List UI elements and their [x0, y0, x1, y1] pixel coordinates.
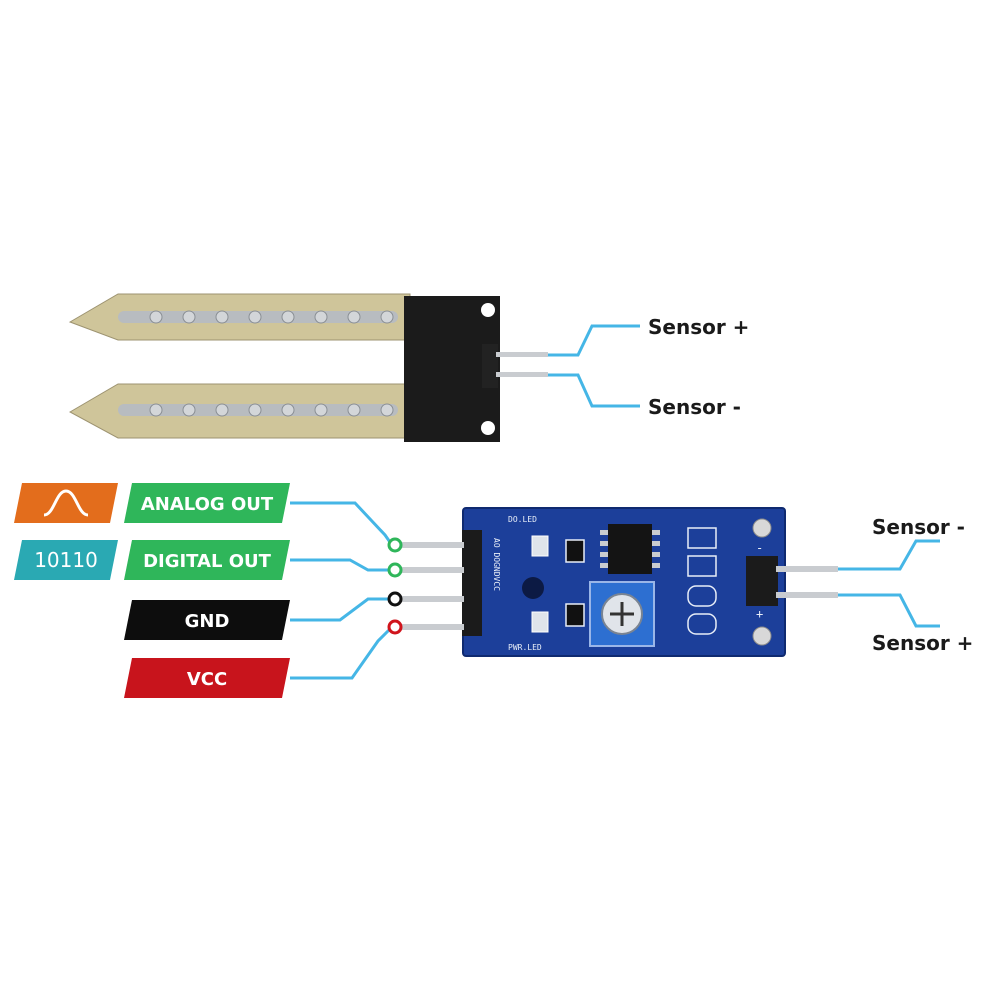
- module-pin-lead: [398, 596, 464, 602]
- wire-probe-sensor-minus: [548, 373, 640, 408]
- module-pin-header: [462, 530, 482, 636]
- probe-pad: [281, 403, 295, 417]
- wire-pin: [290, 558, 392, 572]
- probe-pad: [281, 310, 295, 324]
- module-dark-component: [522, 577, 544, 599]
- probe-connector: [482, 344, 498, 388]
- probe-pad: [215, 310, 229, 324]
- binary-icon-label: 10110: [34, 548, 98, 572]
- module-pin-lead: [398, 542, 464, 548]
- comparator-module: DO.LED PWR.LED AO DOGNDVCC - +: [462, 507, 838, 657]
- module-sensor-minus-label: Sensor -: [872, 515, 965, 539]
- ic-leg: [600, 563, 608, 568]
- pin-tag: [124, 483, 290, 523]
- pin-tag-label: DIGITAL OUT: [143, 551, 272, 572]
- pwr-led: [531, 611, 549, 633]
- resistor-2: [565, 603, 585, 627]
- silk-do-led: DO.LED: [508, 515, 537, 524]
- pin-tag: [124, 658, 290, 698]
- pin-tag: [124, 600, 290, 640]
- soil-probe: [68, 293, 548, 442]
- probe-pad: [347, 310, 361, 324]
- probe-pad: [149, 403, 163, 417]
- smd-component-1: [687, 527, 717, 549]
- pin-dot: [387, 537, 403, 553]
- probe-pad: [314, 310, 328, 324]
- module-sensor-plus-label: Sensor +: [872, 631, 973, 655]
- ic-leg: [600, 530, 608, 535]
- smd-component-4: [687, 613, 717, 635]
- probe-pad: [215, 403, 229, 417]
- probe-pad: [248, 403, 262, 417]
- probe-pad: [248, 310, 262, 324]
- probe-pin-top: [496, 352, 548, 357]
- silk-plus: +: [756, 607, 763, 621]
- silk-pwr-led: PWR.LED: [508, 643, 542, 652]
- wire-pin: [290, 501, 394, 546]
- probe-pad: [182, 403, 196, 417]
- probe-mount-hole-top: [481, 303, 495, 317]
- pin-tag-label: GND: [185, 611, 230, 632]
- probe-pad: [380, 310, 394, 324]
- module-mount-hole-top: [752, 518, 772, 538]
- probe-pad: [182, 310, 196, 324]
- ic-leg: [652, 530, 660, 535]
- probe-pad: [314, 403, 328, 417]
- ic-leg: [600, 552, 608, 557]
- sine-wave-icon: [14, 483, 118, 523]
- pin-tag-label: ANALOG OUT: [141, 494, 274, 515]
- binary-icon: [14, 540, 118, 580]
- wire-module-sensor-plus: [838, 593, 940, 628]
- silk-pin-names: AO DOGNDVCC: [492, 538, 501, 591]
- smd-component-2: [687, 555, 717, 577]
- wire-probe-sensor-plus: [548, 324, 640, 357]
- module-pin-lead: [398, 624, 464, 630]
- probe-pad: [380, 403, 394, 417]
- probe-sensor-plus-label: Sensor +: [648, 315, 749, 339]
- ic-leg: [652, 552, 660, 557]
- probe-pad: [347, 403, 361, 417]
- wire-module-sensor-minus: [838, 539, 940, 571]
- smd-component-3: [687, 585, 717, 607]
- module-sensor-pin-top: [776, 566, 838, 572]
- module-mount-hole-bottom: [752, 626, 772, 646]
- wire-pin: [290, 625, 394, 680]
- ic-leg: [600, 541, 608, 546]
- pin-dot: [387, 619, 403, 635]
- resistor-1: [565, 539, 585, 563]
- pin-tag: [124, 540, 290, 580]
- probe-sensor-minus-label: Sensor -: [648, 395, 741, 419]
- ic-leg: [652, 563, 660, 568]
- probe-pad: [149, 310, 163, 324]
- pin-tag-label: VCC: [187, 669, 227, 690]
- do-led: [531, 535, 549, 557]
- probe-pin-bottom: [496, 372, 548, 377]
- module-pin-lead: [398, 567, 464, 573]
- pin-dot: [387, 562, 403, 578]
- wire-pin: [290, 597, 392, 622]
- pin-dot: [387, 591, 403, 607]
- comparator-ic: [608, 524, 652, 574]
- module-sensor-pin-bottom: [776, 592, 838, 598]
- module-sensor-header: [746, 556, 778, 606]
- ic-leg: [652, 541, 660, 546]
- probe-mount-hole-bottom: [481, 421, 495, 435]
- probe-head: [404, 296, 500, 442]
- silk-minus: -: [756, 541, 763, 555]
- sine-wave-icon: [43, 489, 89, 517]
